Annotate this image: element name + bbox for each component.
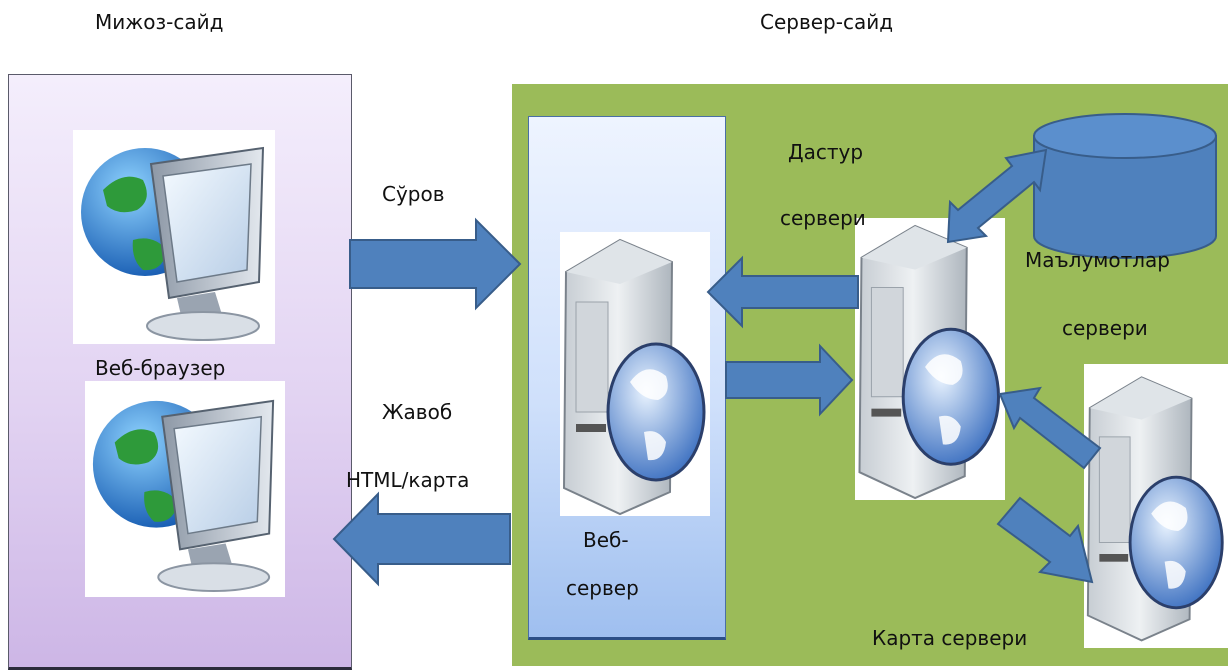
server-globe-icon <box>1086 376 1224 642</box>
web-server-label-line2: сервер <box>566 576 639 600</box>
server-globe-icon <box>858 224 1001 500</box>
app-server-card <box>855 218 1005 500</box>
app-db-double-arrow <box>946 148 1048 244</box>
server-side-header: Сервер-сайд <box>760 10 894 34</box>
computer-globe-icon <box>81 146 265 341</box>
server-globe-icon <box>562 238 706 516</box>
computer-globe-icon <box>92 399 275 592</box>
web-to-app-arrow <box>725 343 854 417</box>
db-server-label-line1: Маълумотлар <box>1025 248 1170 272</box>
app-to-map-arrow <box>996 496 1094 584</box>
web-browser-label: Веб-браузер <box>95 356 226 380</box>
app-to-web-arrow <box>706 255 859 329</box>
map-server-card <box>1084 364 1228 648</box>
response-label: Жавоб <box>382 400 453 424</box>
database-icon <box>1033 113 1217 259</box>
web-server-card <box>560 232 710 516</box>
map-to-app-arrow <box>998 386 1102 470</box>
app-server-label-line1: Дастур <box>788 140 864 164</box>
request-arrow <box>349 217 522 311</box>
db-server-label-line2: сервери <box>1062 316 1148 340</box>
map-server-label: Карта сервери <box>872 626 1028 650</box>
app-server-label-line2: сервери <box>780 206 866 230</box>
response-format-label: HTML/карта <box>346 468 470 492</box>
client-side-header: Мижоз-сайд <box>95 10 224 34</box>
second-computer-card <box>85 381 285 597</box>
browser-computer-card <box>73 130 275 344</box>
web-server-label-line1: Веб- <box>583 528 629 552</box>
response-arrow <box>332 491 511 587</box>
request-label: Сўров <box>382 182 445 206</box>
